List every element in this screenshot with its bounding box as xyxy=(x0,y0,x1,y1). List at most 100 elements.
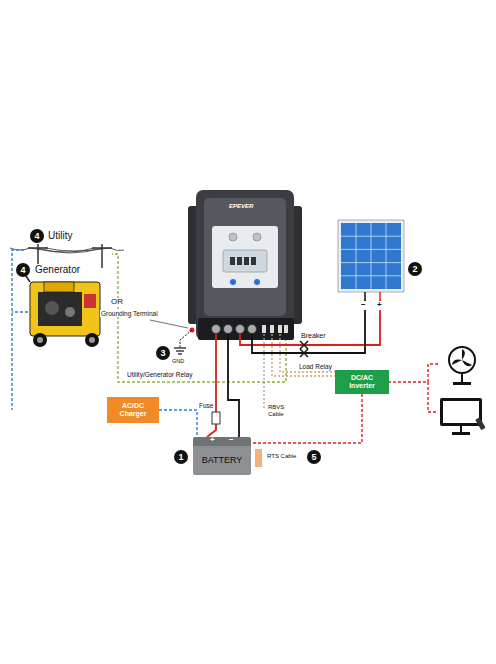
television xyxy=(452,432,470,435)
generator xyxy=(45,301,59,315)
charge-controller xyxy=(198,318,294,340)
ground-wire xyxy=(150,320,188,328)
callout-number: 4 xyxy=(16,263,30,277)
charge-controller xyxy=(224,325,233,334)
charge-controller xyxy=(236,325,245,334)
generator xyxy=(65,307,75,317)
brand-logo: EPEVER xyxy=(229,203,253,210)
ac-load-wire xyxy=(388,364,440,382)
signal-label: Utility/Generator Relay xyxy=(126,371,193,378)
rts-sensor xyxy=(255,449,262,467)
charge-controller xyxy=(244,257,249,265)
generator xyxy=(84,294,96,308)
signal-label: RBVS Cable xyxy=(267,404,297,417)
charge-controller xyxy=(254,279,260,285)
charger-feed-wire xyxy=(12,311,28,312)
generator xyxy=(38,292,82,326)
charge-controller xyxy=(212,226,278,288)
solar-panel xyxy=(338,220,404,292)
ground-wire xyxy=(178,353,182,354)
solar-panel xyxy=(386,223,387,289)
charge-controller xyxy=(229,233,237,241)
wire-connector xyxy=(159,410,197,437)
terminal-sign: + xyxy=(376,301,383,310)
breaker xyxy=(300,341,308,349)
dc-wires xyxy=(252,300,365,353)
generator xyxy=(37,337,43,343)
charge-controller xyxy=(278,325,282,333)
callout-number: 1 xyxy=(174,450,188,464)
fan xyxy=(449,347,475,373)
load-relay-wire xyxy=(280,334,337,372)
charge-controller xyxy=(253,233,261,241)
part-label: Breaker xyxy=(300,332,327,340)
terminal-sign: + xyxy=(210,436,215,445)
charge-controller xyxy=(204,198,286,316)
dc-wires xyxy=(207,300,380,437)
breaker xyxy=(300,341,308,349)
television xyxy=(460,426,462,432)
callout-number: 3 xyxy=(156,346,170,360)
battery-box: BATTERY xyxy=(193,437,251,475)
generator xyxy=(89,337,95,343)
signal-label: Load Relay xyxy=(298,363,333,370)
breaker xyxy=(300,341,308,357)
charge-controller xyxy=(284,325,288,333)
solar-panel xyxy=(379,292,381,300)
load-relay-wire xyxy=(272,334,337,376)
dc-wires xyxy=(228,334,239,437)
fan xyxy=(449,347,475,385)
ac-load-wire xyxy=(388,364,440,412)
load-relay-wire xyxy=(272,334,337,376)
fan xyxy=(461,373,463,382)
callout-number: 5 xyxy=(307,450,321,464)
charger-box: AC/DC Charger xyxy=(107,397,159,423)
box-text: DC/AC Inverter xyxy=(339,374,385,390)
symbol-label: GND xyxy=(171,358,185,364)
charge-controller xyxy=(270,325,274,333)
charge-controller xyxy=(248,325,257,334)
charge-controller xyxy=(230,257,235,265)
box-text: AC/DC Charger xyxy=(111,402,155,418)
callout-number: 2 xyxy=(408,262,422,276)
solar-panel xyxy=(341,223,401,289)
callout-number: 4 xyxy=(30,229,44,243)
utility-poles xyxy=(30,248,110,253)
generator xyxy=(44,282,74,292)
charge-controller xyxy=(262,325,266,333)
charge-controller xyxy=(230,279,236,285)
box-text: BATTERY xyxy=(202,455,243,465)
solar-panel xyxy=(341,236,401,237)
part-label: Fuse xyxy=(198,402,214,409)
charge-controller xyxy=(262,325,288,333)
charge-controller xyxy=(212,325,257,334)
generator xyxy=(33,333,47,347)
rbvs-cable xyxy=(263,334,264,410)
solar-panel xyxy=(341,262,401,263)
part-label: Utility xyxy=(47,230,73,241)
television xyxy=(475,417,485,430)
part-label: Generator xyxy=(34,264,81,275)
inverter-box: DC/AC Inverter xyxy=(335,370,389,394)
television xyxy=(440,398,486,435)
charge-controller xyxy=(196,190,294,340)
signal-label: RTS Cable xyxy=(266,453,297,460)
generator xyxy=(85,333,99,347)
solar-panel xyxy=(341,249,401,250)
note-label: OR xyxy=(110,298,124,307)
generator xyxy=(22,270,100,347)
fan xyxy=(452,349,472,366)
ground-wire xyxy=(174,347,186,348)
dc-wires xyxy=(240,300,380,345)
ground-wire xyxy=(180,330,192,348)
solar-panel xyxy=(356,223,357,289)
television xyxy=(443,401,479,423)
breaker xyxy=(300,349,308,357)
solar-panel xyxy=(338,220,404,300)
part-label: Grounding Terminal xyxy=(100,310,159,317)
wire-connector xyxy=(251,394,362,443)
fuse xyxy=(212,412,220,424)
breaker xyxy=(300,349,308,357)
solar-panel xyxy=(341,223,401,289)
